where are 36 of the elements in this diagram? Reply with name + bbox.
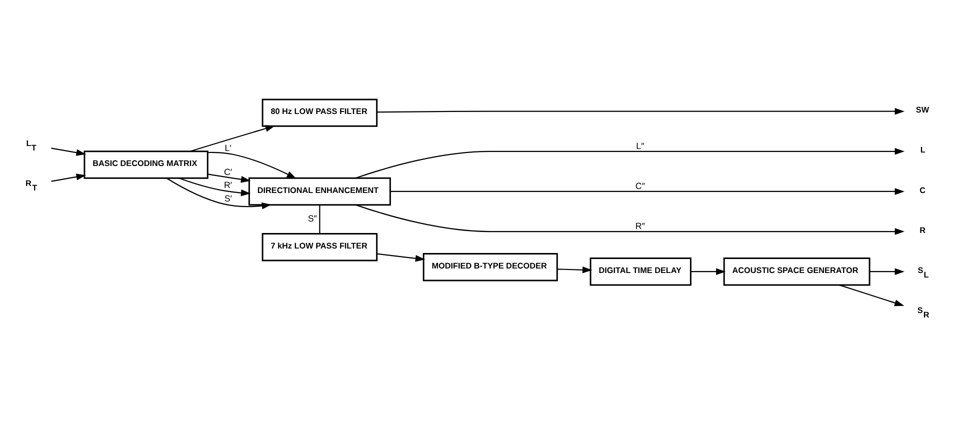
arrow — [356, 204, 904, 235]
arrow — [557, 266, 592, 274]
arrow — [178, 178, 251, 196]
edge-label: R″ — [635, 221, 646, 232]
arrow — [51, 174, 86, 182]
edge-label: L′ — [224, 143, 232, 154]
edge-label: S″ — [308, 214, 317, 224]
arrow — [356, 148, 904, 179]
node-box: BASIC DECODING MATRIX — [84, 150, 208, 179]
edge-label: L″ — [636, 140, 644, 151]
edge-label: R′ — [224, 180, 232, 190]
arrow — [166, 178, 272, 210]
node-text: R — [920, 226, 926, 235]
connector — [319, 205, 320, 234]
node-box: 7 kHz LOW PASS FILTER — [262, 233, 378, 262]
arrow — [376, 253, 426, 262]
node-text: C — [920, 186, 926, 195]
arrow — [377, 108, 904, 115]
node-box: DIRECTIONAL ENHANCEMENT — [248, 177, 391, 206]
arrow — [839, 284, 904, 306]
edge-label: C″ — [635, 180, 646, 191]
node-box: MODIFIED B-TYPE DECODER — [422, 253, 558, 282]
arrow — [208, 174, 251, 183]
edge-label: S′ — [224, 194, 232, 204]
arrow — [208, 152, 296, 179]
arrow — [390, 188, 904, 195]
arrow — [870, 268, 904, 275]
edge-label: C′ — [224, 166, 232, 177]
node-box: ACOUSTIC SPACE GENERATOR — [723, 258, 870, 286]
arrow — [190, 125, 276, 152]
node-text: SW — [916, 106, 930, 115]
node-text: L — [920, 146, 926, 155]
arrow — [690, 268, 726, 275]
arrow — [51, 148, 86, 156]
node-box: 80 Hz LOW PASS FILTER — [262, 98, 378, 127]
node-box: DIGITAL TIME DELAY — [590, 258, 692, 286]
